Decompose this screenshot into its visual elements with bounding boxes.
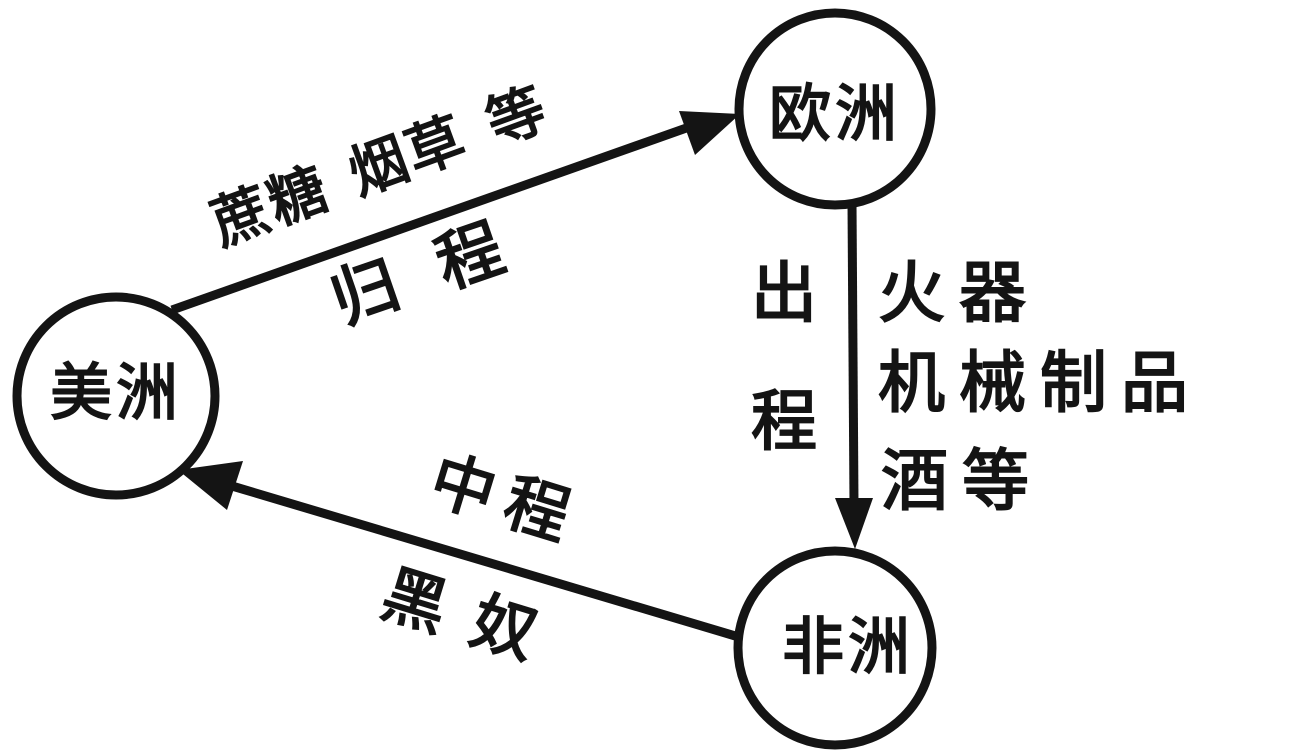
edge-europe-to-africa-cargo-line: 火器 bbox=[878, 257, 1040, 331]
node-africa-circle bbox=[733, 546, 937, 750]
edge-europe-to-africa-cargo-line: 酒等 bbox=[881, 445, 1043, 519]
node-americas-circle bbox=[12, 292, 220, 500]
node-africa-label: 非洲 bbox=[781, 614, 914, 682]
edge-europe-to-africa-route-label: 出程 bbox=[741, 258, 814, 514]
edge-europe-to-africa-arrowhead bbox=[835, 498, 873, 549]
edge-europe-to-africa-line bbox=[847, 202, 859, 506]
edge-africa-to-americas-line bbox=[230, 481, 744, 643]
edge-africa-to-americas-arrowhead bbox=[178, 461, 243, 510]
node-europe-label: 欧洲 bbox=[768, 81, 901, 149]
node-americas-label: 美洲 bbox=[49, 360, 182, 428]
edge-americas-to-europe-line bbox=[170, 121, 694, 315]
edge-americas-to-europe-arrowhead bbox=[679, 111, 740, 155]
node-europe-circle bbox=[734, 8, 936, 210]
edge-europe-to-africa-cargo-line: 机械制品 bbox=[878, 347, 1202, 421]
